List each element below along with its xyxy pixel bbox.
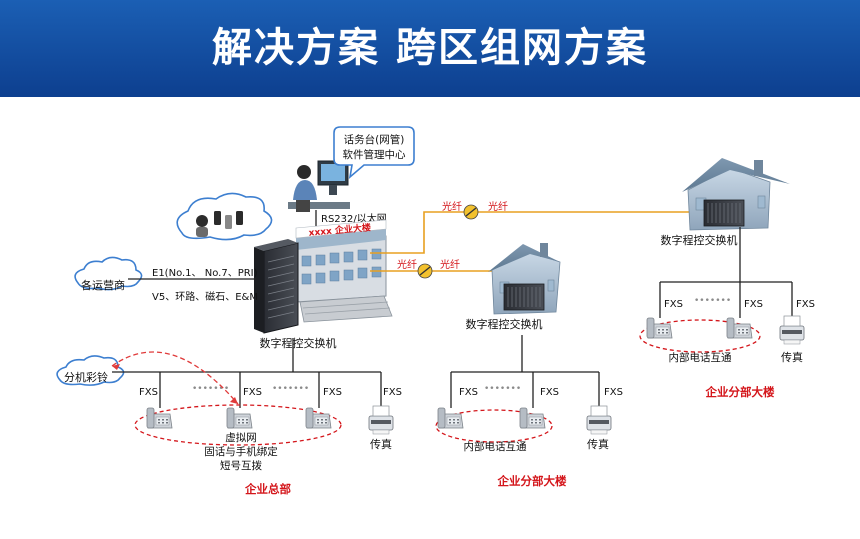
fxs-label: FXS: [664, 299, 683, 310]
phone-icon: [519, 407, 546, 429]
operator-workstation: [288, 160, 350, 212]
fiber-label: 光纤: [442, 200, 462, 213]
phone-icon: [226, 407, 253, 429]
fax-icon: [586, 405, 612, 435]
phone-icon: [437, 407, 464, 429]
fiber-connector-icon: [463, 204, 479, 220]
center-line2: 软件管理中心: [343, 148, 406, 161]
page-title: 解决方案 跨区组网方案: [212, 25, 648, 71]
hq-pbx-cabinet: [254, 239, 299, 334]
fiber-label: 光纤: [488, 200, 508, 213]
fiber-connector-icon: [417, 263, 433, 279]
carrier-cloud: 各运营商: [74, 256, 143, 292]
center-line1: 话务台(网管): [344, 133, 405, 146]
branch2-pbx-label: 数字程控交换机: [661, 233, 738, 247]
carrier-label: 各运营商: [81, 278, 125, 292]
person-icon: [196, 215, 208, 227]
fxs-label: FXS: [540, 387, 559, 398]
dots-separator: •••••••: [694, 296, 731, 306]
fxs-label: FXS: [796, 299, 815, 310]
mobile-phone-icon: [225, 215, 232, 229]
fxs-label: FXS: [604, 387, 623, 398]
hq-building: xxxx 企业大楼: [295, 219, 393, 323]
fxs-label: FXS: [139, 387, 158, 398]
dots-separator: •••••••: [484, 384, 521, 394]
hq-label: 企业总部: [244, 482, 291, 496]
fax-label: 传真: [587, 437, 609, 451]
mobile-cloud: [176, 192, 273, 241]
hq-pbx-label: 数字程控交换机: [260, 336, 337, 350]
intercom-label: 内部电话互通: [464, 440, 527, 453]
fax-label: 传真: [781, 350, 803, 364]
branch1-pbx-label: 数字程控交换机: [466, 317, 543, 331]
phone-icon: [646, 317, 673, 339]
branch-house-1: [488, 243, 561, 315]
mobile-phone-icon: [214, 211, 221, 225]
fiber-link-branch2: [370, 211, 752, 254]
mobile-phone-icon: [236, 211, 243, 225]
operator-icon: [297, 165, 311, 179]
virtual-net-label: 虚拟网: [225, 431, 257, 444]
title-banner: [0, 0, 860, 97]
intercom-ring: [435, 409, 553, 443]
intercom-label: 内部电话互通: [669, 351, 732, 364]
ringback-label: 分机彩铃: [64, 370, 108, 384]
fxs-label: FXS: [459, 387, 478, 398]
fiber-label: 光纤: [440, 258, 460, 271]
dots-separator: •••••••: [272, 384, 309, 394]
dots-separator: •••••••: [192, 384, 229, 394]
fax-icon: [779, 315, 805, 345]
phone-icon: [726, 317, 753, 339]
intercom-ring: [639, 319, 761, 353]
ringback-arc: [111, 351, 239, 405]
fax-icon: [368, 405, 394, 435]
fxs-label: FXS: [383, 387, 402, 398]
branch2-label: 企业分部大楼: [705, 385, 775, 399]
branch1-label: 企业分部大楼: [497, 474, 567, 488]
trunk-label-2: V5、环路、磁石、E&M: [152, 290, 258, 303]
branch-house-2: [682, 158, 790, 231]
management-center-bubble: 话务台(网管) 软件管理中心: [333, 126, 415, 180]
fxs-label: FXS: [323, 387, 342, 398]
fxs-label: FXS: [243, 387, 262, 398]
binding-label: 固话与手机绑定: [204, 445, 278, 458]
phone-icon: [305, 407, 332, 429]
virtual-net-ring: [134, 404, 342, 446]
trunk-label-1: E1(No.1、 No.7、PRI): [152, 268, 258, 279]
fax-label: 传真: [370, 437, 392, 451]
ringback-cloud: 分机彩铃: [56, 355, 125, 386]
phone-icon: [146, 407, 173, 429]
short-dial-label: 短号互拨: [220, 459, 262, 472]
network-diagram: 各运营商 分机彩铃 话务台(网管) 软件管理中心 RS232/以太网: [56, 126, 815, 496]
fiber-label: 光纤: [397, 258, 417, 271]
fxs-label: FXS: [744, 299, 763, 310]
